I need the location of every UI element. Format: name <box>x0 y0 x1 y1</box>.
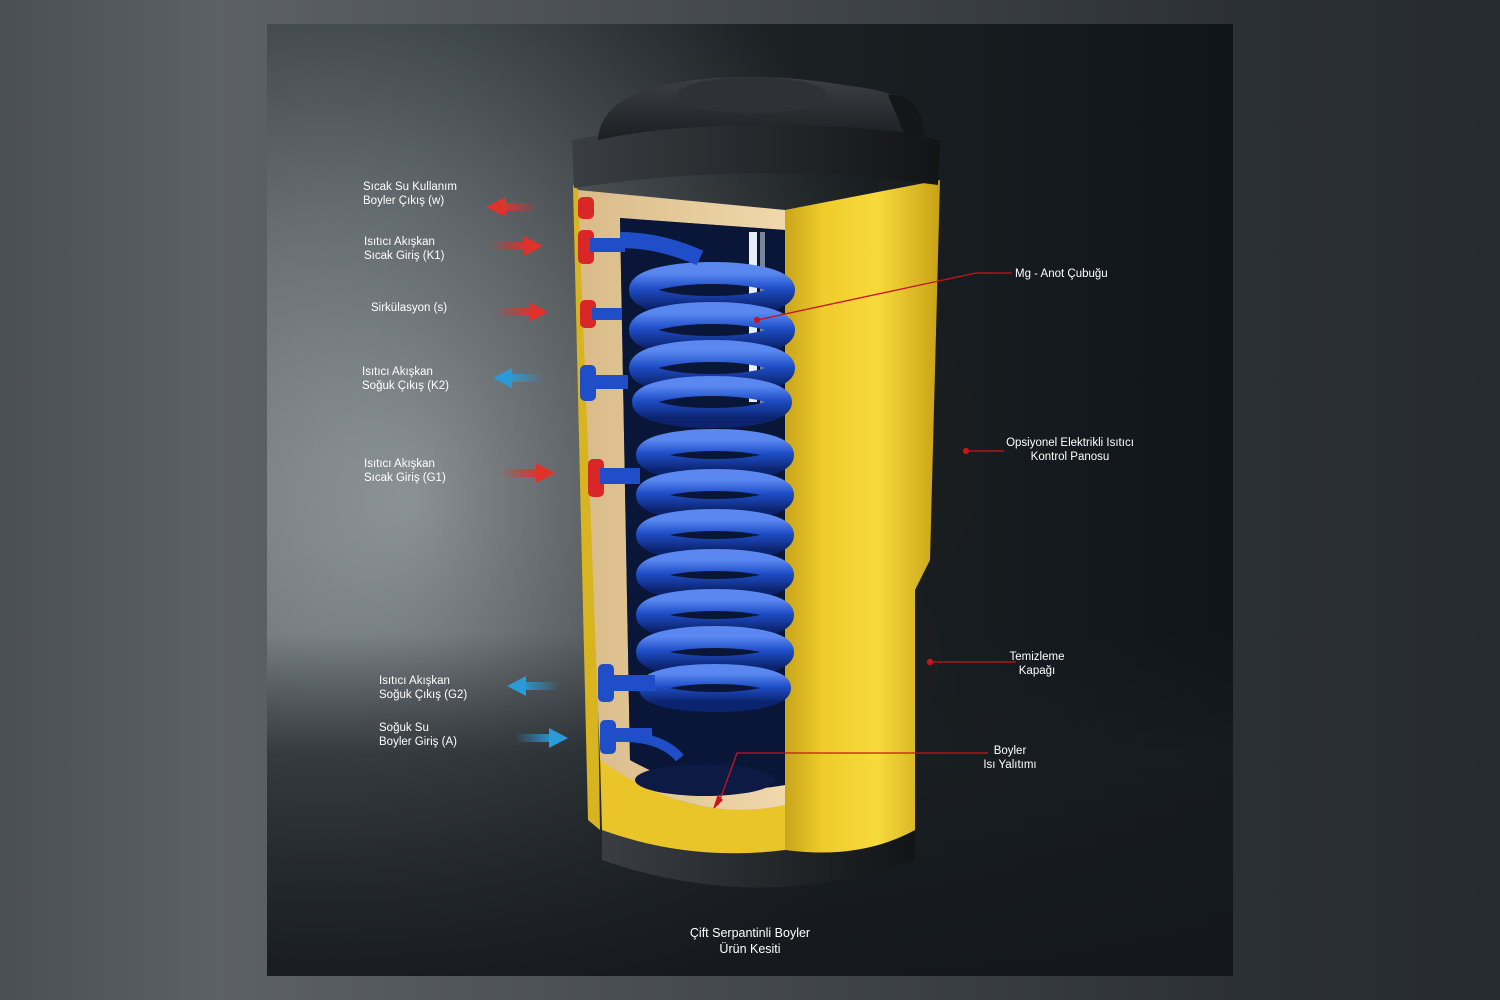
label-control-panel: Opsiyonel Elektrikli Isıtıcı Kontrol Pan… <box>1006 437 1134 463</box>
label-k1: Isıtıcı Akışkan Sıcak Giriş (K1) <box>364 236 445 262</box>
arrow-k1-in <box>490 236 543 256</box>
tank-jacket-left <box>573 185 600 830</box>
label-g2: Isıtıcı Akışkan Soğuk Çıkış (G2) <box>379 675 468 701</box>
label-hot-water-out: Sıcak Su Kullanım Boyler Çıkış (w) <box>363 181 457 207</box>
arrow-g1-in <box>500 463 555 483</box>
flow-arrows <box>486 197 568 748</box>
pipe-connections <box>578 197 655 754</box>
label-cold-water-in: Soğuk Su Boyler Giriş (A) <box>379 722 457 748</box>
tank-jacket-right <box>785 180 940 853</box>
leader-anode <box>756 272 1012 321</box>
label-cleaning-cover: Temizleme Kapağı <box>1009 651 1065 677</box>
arrow-k2-out <box>493 368 544 388</box>
arrow-s-in <box>495 302 548 322</box>
tank-top-band <box>572 122 940 188</box>
tank-jacket-bottom <box>600 755 785 854</box>
leader-lines <box>713 272 1016 809</box>
arrow-hot-out <box>486 197 538 217</box>
figure-caption: Çift Serpantinli Boyler Ürün Kesiti <box>689 926 811 956</box>
lower-coil <box>614 429 794 762</box>
label-insulation: Boyler Isı Yalıtımı <box>983 745 1037 771</box>
arrow-g2-out <box>507 676 560 696</box>
upper-coil <box>619 232 795 428</box>
arrow-a-in <box>515 728 568 748</box>
label-g1: Isıtıcı Akışkan Sıcak Giriş (G1) <box>364 458 446 484</box>
label-k2: Isıtıcı Akışkan Soğuk Çıkış (K2) <box>362 366 449 392</box>
cleaning-cover <box>912 600 942 708</box>
label-circulation: Sirkülasyon (s) <box>371 302 448 314</box>
leader-insulation <box>717 752 988 806</box>
label-anode: Mg - Anot Çubuğu <box>1015 268 1108 280</box>
